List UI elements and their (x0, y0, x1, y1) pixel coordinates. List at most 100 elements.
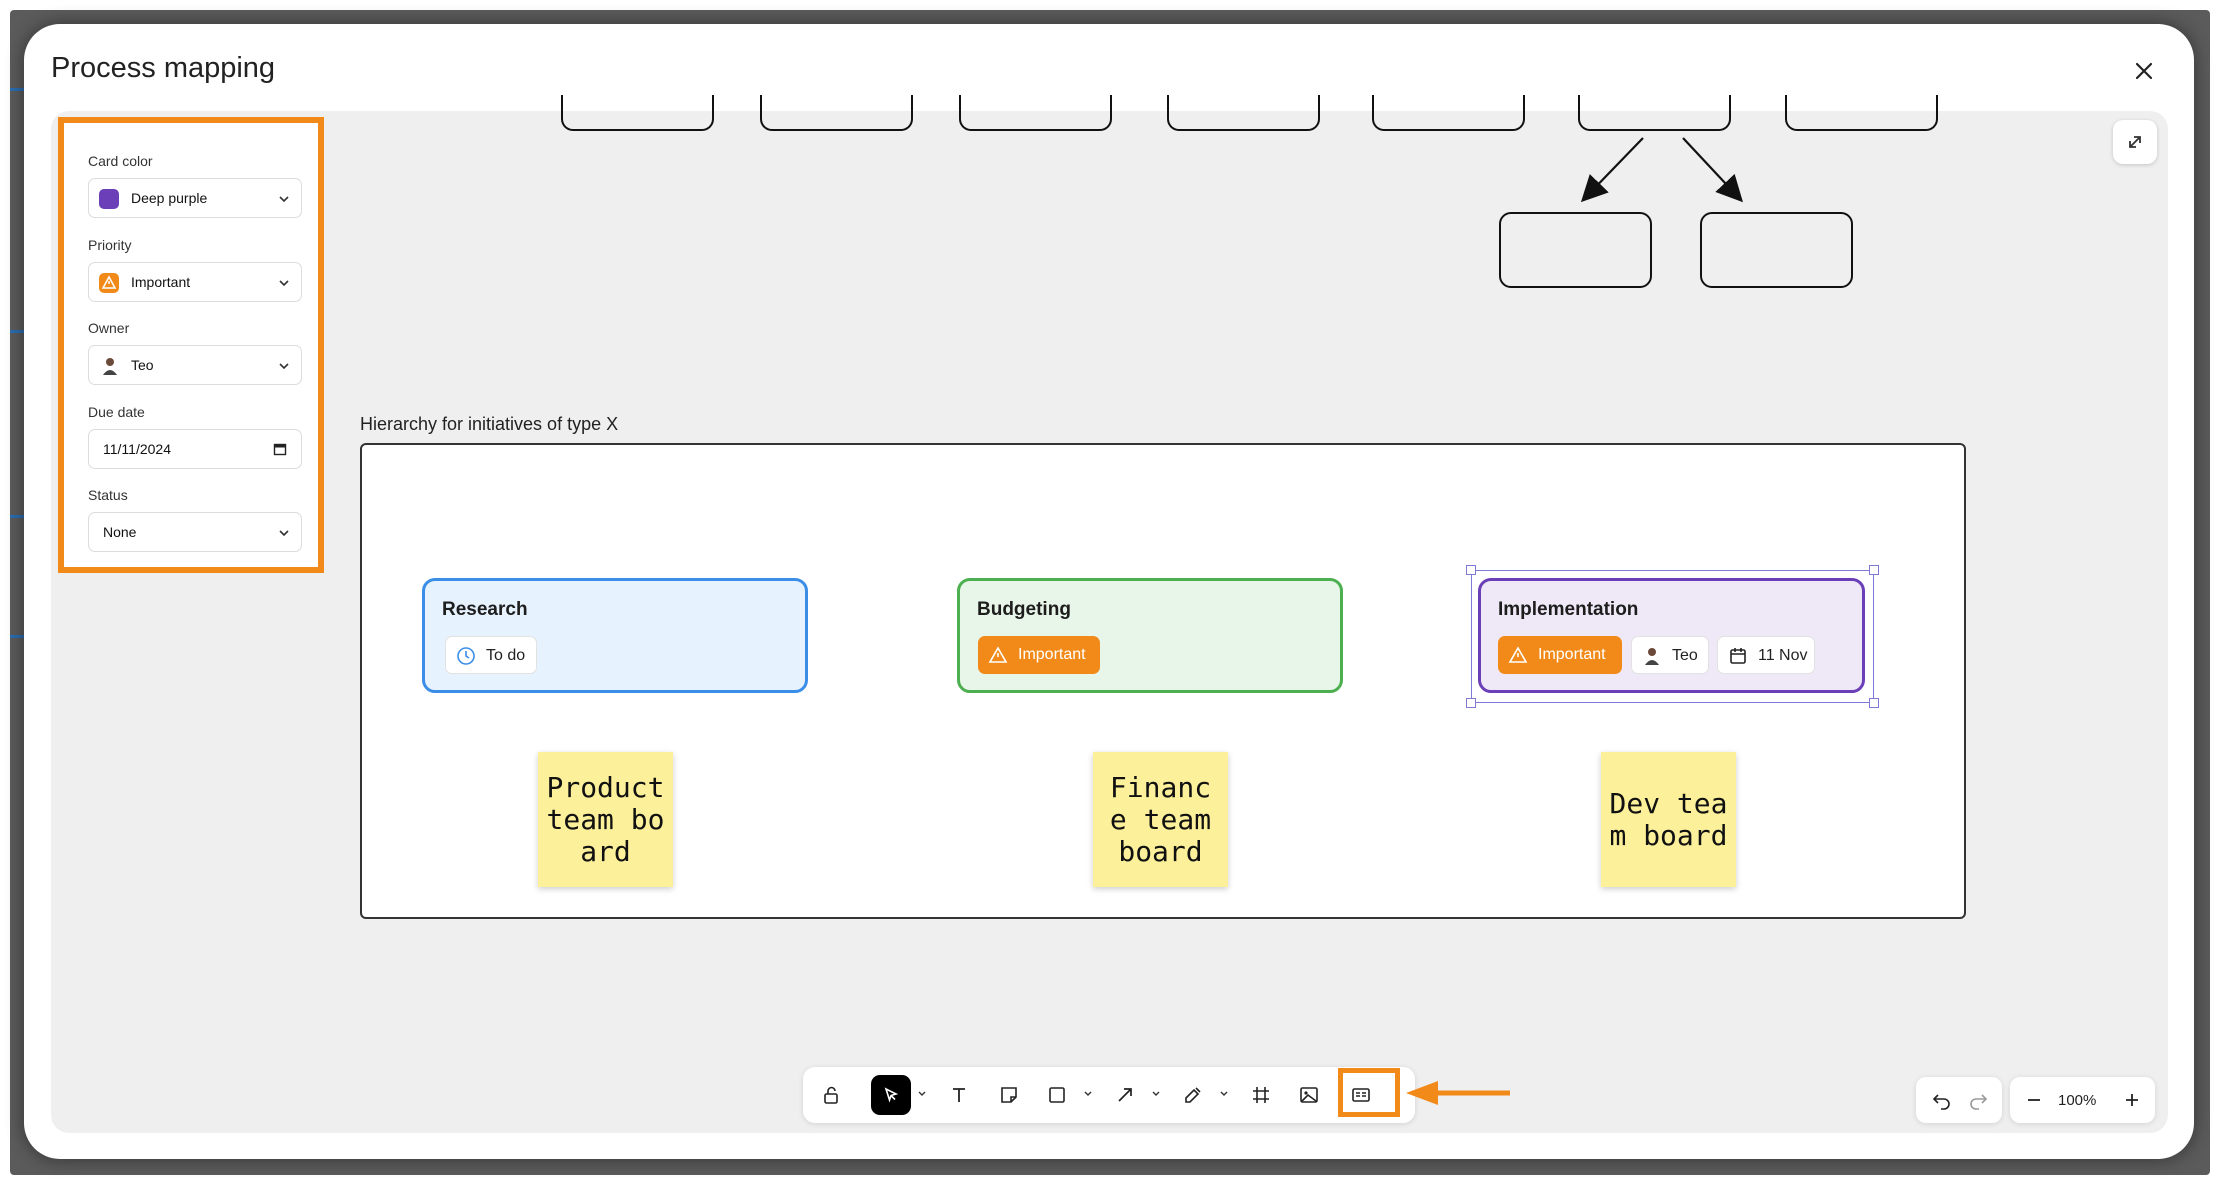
card-title: Budgeting (977, 599, 1071, 620)
frame-icon (1253, 1087, 1269, 1103)
owner-select[interactable]: Teo (88, 345, 302, 385)
undo-icon[interactable] (1930, 1088, 1954, 1112)
lock-tool[interactable] (811, 1075, 851, 1115)
chevron-down-icon (279, 363, 289, 370)
avatar-icon (103, 358, 117, 375)
status-chip[interactable]: To do (445, 636, 537, 674)
due-date-value: 11/11/2024 (103, 441, 171, 457)
chip-label: Important (1538, 646, 1606, 663)
diagram-node[interactable] (1700, 212, 1853, 288)
chip-label: 11 Nov (1758, 647, 1808, 664)
image-icon (1300, 1087, 1318, 1103)
lock-icon (824, 1086, 838, 1104)
status-select[interactable]: None (88, 512, 302, 552)
avatar-icon (1645, 648, 1659, 665)
history-controls (1916, 1077, 2002, 1123)
shape-tool[interactable] (1037, 1075, 1077, 1115)
image-tool[interactable] (1289, 1075, 1329, 1115)
priority-select[interactable]: Important (88, 262, 302, 302)
card-research[interactable]: Research To do (422, 578, 808, 693)
card-implementation[interactable]: Implementation Important Teo 11 Nov (1478, 578, 1865, 693)
priority-label: Priority (88, 237, 132, 253)
zoom-in-icon[interactable] (2120, 1088, 2144, 1112)
due-date-label: Due date (88, 404, 145, 420)
chevron-down-icon[interactable] (917, 1087, 927, 1101)
chip-label: Important (1018, 646, 1086, 663)
due-date-chip[interactable]: 11 Nov (1717, 636, 1815, 674)
due-date-input[interactable]: 11/11/2024 (88, 429, 302, 469)
sticky-note[interactable]: Product team board (538, 752, 673, 887)
owner-label: Owner (88, 320, 130, 336)
diagram-node[interactable] (1372, 95, 1525, 131)
select-tool[interactable] (871, 1075, 911, 1115)
chevron-down-icon[interactable] (1219, 1087, 1229, 1101)
sticky-note[interactable]: Financ e team board (1093, 752, 1228, 887)
card-icon (1352, 1088, 1370, 1102)
calendar-icon[interactable] (273, 442, 287, 456)
select-icon (884, 1087, 899, 1103)
warning-icon (1508, 646, 1528, 663)
frame-title[interactable]: Hierarchy for initiatives of type X (360, 414, 619, 434)
owner-value: Teo (131, 357, 154, 373)
sticky-note[interactable]: Dev team board (1601, 752, 1736, 887)
expand-icon (2129, 136, 2141, 148)
close-icon[interactable] (2127, 54, 2161, 88)
chevron-down-icon (279, 196, 289, 203)
zoom-out-icon[interactable] (2022, 1088, 2046, 1112)
callout-arrow-icon (1406, 1081, 1510, 1105)
modal-title: Process mapping (51, 52, 276, 84)
priority-value: Important (131, 274, 191, 290)
owner-chip[interactable]: Teo (1631, 636, 1709, 674)
status-label: Status (88, 487, 128, 503)
diagram-node[interactable] (1578, 95, 1731, 131)
clock-icon (457, 647, 475, 665)
chevron-down-icon[interactable] (1083, 1087, 1093, 1101)
resize-handle[interactable] (1466, 698, 1476, 708)
card-title: Research (442, 599, 528, 620)
pen-tool[interactable] (1173, 1075, 1213, 1115)
card-color-value: Deep purple (131, 190, 208, 206)
warning-icon (99, 273, 119, 293)
arrow-tool[interactable] (1105, 1075, 1145, 1115)
card-tool[interactable] (1341, 1075, 1381, 1115)
zoom-level[interactable]: 100% (2058, 1092, 2097, 1109)
diagram-node[interactable] (1499, 212, 1652, 288)
priority-chip[interactable]: Important (978, 636, 1100, 674)
zoom-controls: 100% (2010, 1077, 2155, 1123)
resize-handle[interactable] (1869, 565, 1879, 575)
fullscreen-button[interactable] (2113, 120, 2157, 164)
text-tool[interactable] (939, 1075, 979, 1115)
arrow-icon (1118, 1088, 1132, 1102)
sticky-note-tool[interactable] (989, 1075, 1029, 1115)
chevron-down-icon[interactable] (1151, 1087, 1161, 1101)
calendar-icon (1730, 648, 1746, 664)
card-color-label: Card color (88, 153, 153, 169)
sticky-note-icon (1001, 1087, 1017, 1103)
bottom-toolbar (803, 1067, 1415, 1123)
card-properties-panel: Card color Deep purple Priority Importan… (58, 117, 324, 573)
diagram-node[interactable] (561, 95, 714, 131)
card-tool-highlight (1338, 1068, 1400, 1117)
resize-handle[interactable] (1466, 565, 1476, 575)
status-value: None (103, 524, 137, 540)
resize-handle[interactable] (1869, 698, 1879, 708)
chevron-down-icon (279, 530, 289, 537)
warning-icon (988, 646, 1008, 663)
chip-label: To do (486, 647, 526, 664)
color-swatch-icon (99, 189, 119, 209)
pen-icon (1185, 1087, 1201, 1103)
chip-label: Teo (1672, 647, 1698, 664)
diagram-node[interactable] (1785, 95, 1938, 131)
card-color-select[interactable]: Deep purple (88, 178, 302, 218)
text-icon (953, 1088, 965, 1102)
diagram-node[interactable] (959, 95, 1112, 131)
redo-icon[interactable] (1966, 1088, 1990, 1112)
card-title: Implementation (1498, 599, 1639, 620)
frame-tool[interactable] (1241, 1075, 1281, 1115)
priority-chip[interactable]: Important (1498, 636, 1622, 674)
card-budgeting[interactable]: Budgeting Important (957, 578, 1343, 693)
diagram-node[interactable] (1167, 95, 1320, 131)
chevron-down-icon (279, 280, 289, 287)
shape-icon (1049, 1087, 1065, 1103)
diagram-node[interactable] (760, 95, 913, 131)
